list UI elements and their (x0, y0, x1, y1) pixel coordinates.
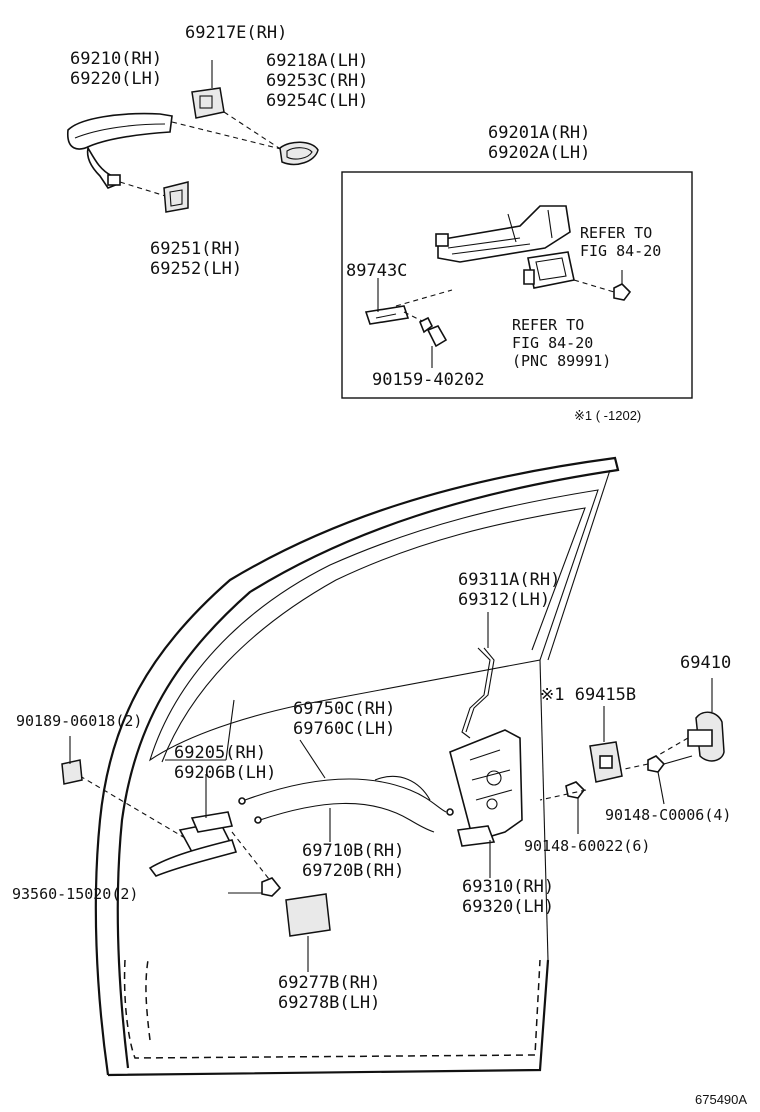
label-69202a: 69202A(LH) (488, 143, 590, 163)
label-69252: 69252(LH) (150, 259, 242, 279)
door-lock-striker (649, 678, 725, 762)
label-89743c: 89743C (346, 261, 407, 281)
label-69251: 69251(RH) (150, 239, 242, 259)
label-69710b: 69710B(RH) (302, 841, 404, 861)
label-69311a: 69311A(RH) (458, 570, 560, 590)
screw-inset-right (613, 270, 632, 301)
label-69760c: 69760C(LH) (293, 719, 395, 739)
label-refer2-a: REFER TO (512, 316, 584, 334)
label-refer1-a: REFER TO (580, 224, 652, 242)
label-93560: 93560-15020(2) (12, 885, 138, 903)
front-door-frame (94, 456, 620, 1077)
label-69410: 69410 (680, 653, 731, 673)
figure-id: 675490A (695, 1092, 747, 1107)
label-note: ※1 ( -1202) (574, 408, 641, 423)
label-69277b: 69277B(RH) (278, 973, 380, 993)
outside-handle-gasket-rear (163, 181, 189, 213)
lock-cylinder-block (523, 251, 615, 293)
label-90148-60022: 90148-60022(6) (524, 837, 650, 855)
striker-screws-90148-c0006 (619, 755, 693, 805)
label-69720b: 69720B(RH) (302, 861, 404, 881)
outside-door-handle (67, 112, 286, 199)
label-69220: 69220(LH) (70, 69, 162, 89)
label-90189: 90189-06018(2) (16, 712, 142, 730)
outside-handle-gasket-front (279, 141, 319, 166)
door-lock-assembly (449, 729, 523, 878)
label-refer2-c: (PNC 89991) (512, 352, 611, 370)
striker-plate-69415b (589, 706, 623, 783)
label-90148-c0006: 90148-C0006(4) (605, 806, 731, 824)
label-69205: 69205(RH) (174, 743, 266, 763)
inside-door-handle (79, 774, 277, 889)
label-69210: 69210(RH) (70, 49, 162, 69)
clip-90189-06018 (61, 736, 83, 785)
labels: 69217E(RH) 69210(RH) 69220(LH) 69218A(LH… (12, 23, 747, 1107)
lock-screw-90148-60022 (539, 781, 587, 834)
label-refer1-b: FIG 84-20 (580, 242, 661, 260)
label-69201a: 69201A(RH) (488, 123, 590, 143)
label-69217e: 69217E(RH) (185, 23, 287, 43)
bolt-90159-40202 (418, 316, 448, 368)
lock-rod-69311a (461, 612, 495, 739)
label-90159: 90159-40202 (372, 370, 485, 390)
label-69415b: ※1 69415B (540, 685, 636, 705)
inset-box-outline (341, 171, 693, 399)
label-69278b: 69278B(LH) (278, 993, 380, 1013)
label-69310: 69310(RH) (462, 877, 554, 897)
bracket-89743c (364, 278, 453, 327)
label-69218a: 69218A(LH) (266, 51, 368, 71)
label-69312: 69312(LH) (458, 590, 550, 610)
inside-handle-cables (238, 739, 454, 842)
label-69253c: 69253C(RH) (266, 71, 368, 91)
label-69320: 69320(LH) (462, 897, 554, 917)
lock-cover-69277b (285, 893, 331, 972)
outside-handle-frame (435, 205, 571, 263)
label-69254c: 69254C(LH) (266, 91, 368, 111)
label-refer2-b: FIG 84-20 (512, 334, 593, 352)
outside-handle-cover (191, 60, 283, 151)
label-69206b: 69206B(LH) (174, 763, 276, 783)
label-69750c: 69750C(RH) (293, 699, 395, 719)
screw-93560-15020 (228, 877, 282, 897)
